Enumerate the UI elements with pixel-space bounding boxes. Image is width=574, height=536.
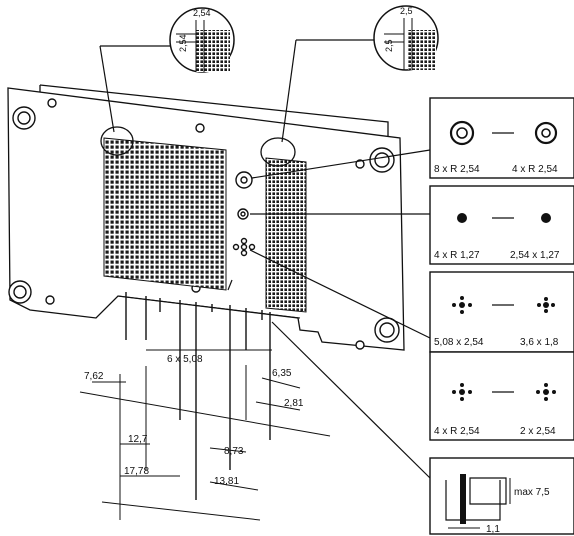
panel-4: 4 x R 2,54 2 x 2,54 [429, 351, 574, 441]
panel-2: 4 x R 1,27 2,54 x 1,27 [429, 185, 574, 265]
callout-circle-right [260, 137, 296, 167]
zoom-left-top-label: 2,54 [193, 8, 211, 18]
dim-8-73: 8,73 [224, 446, 244, 457]
dim-pitch-row: 6 x 5,08 [167, 354, 203, 365]
panel4-left-label: 4 x R 2,54 [434, 426, 480, 437]
dot-matrix-large [103, 137, 227, 291]
pin-row [125, 292, 271, 500]
panel1-right-label: 4 x R 2,54 [512, 164, 558, 175]
panel4-right-label: 2 x 2,54 [520, 426, 556, 437]
pad-symbols [232, 171, 256, 257]
panel3-left-label: 5,08 x 2,54 [434, 337, 484, 348]
zoom-right-top-label: 2,5 [400, 6, 413, 16]
panel-1: 8 x R 2,54 4 x R 2,54 [429, 97, 574, 179]
zoom-circle-left: 2,54 2,54 [169, 7, 235, 73]
callout-circle-left [100, 126, 134, 156]
mounting-holes [8, 98, 400, 350]
dim-13-81: 13,81 [214, 476, 239, 487]
dim-17-78: 17,78 [124, 466, 149, 477]
dot-matrix-strip [265, 157, 307, 313]
zoom-circle-right: 2,5 2,5 [373, 5, 439, 71]
detail-thickness-label: 1,1 [486, 524, 500, 535]
dim-12-7: 12,7 [128, 434, 148, 445]
zoom-right-side-label: 2,5 [384, 39, 394, 52]
dim-7-62: 7,62 [84, 371, 104, 382]
panel1-left-label: 8 x R 2,54 [434, 164, 480, 175]
panel3-right-label: 3,6 x 1,8 [520, 337, 559, 348]
panel-3: 5,08 x 2,54 3,6 x 1,8 [429, 271, 574, 353]
dim-6-35: 6,35 [272, 368, 292, 379]
leader-lines [99, 39, 431, 479]
zoom-left-side-label: 2,54 [178, 34, 188, 52]
panel-detail: max 7,5 1,1 [429, 457, 574, 535]
panel2-left-label: 4 x R 1,27 [434, 250, 480, 261]
panel2-right-label: 2,54 x 1,27 [510, 250, 560, 261]
dimension-lines [79, 349, 331, 521]
dim-2-81: 2,81 [284, 398, 304, 409]
detail-max-label: max 7,5 [514, 487, 550, 498]
